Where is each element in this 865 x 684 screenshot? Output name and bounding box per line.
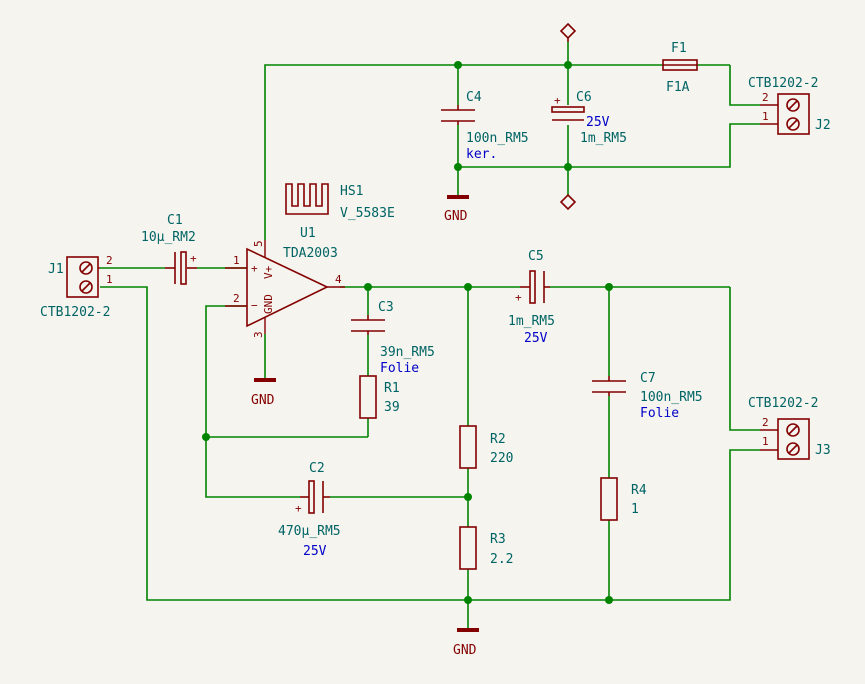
j2-value: CTB1202-2 xyxy=(748,76,818,91)
c1-ref: C1 xyxy=(167,213,183,228)
u1-minus: − xyxy=(251,299,258,312)
u1-value: TDA2003 xyxy=(283,246,338,261)
r3-ref: R3 xyxy=(490,532,506,547)
u1-plus: + xyxy=(251,262,258,275)
capacitor-c5: + C5 1m_RM5 25V xyxy=(508,249,555,346)
j1-ref: J1 xyxy=(48,262,64,277)
power-flag-bottom xyxy=(559,193,577,211)
gnd-label: GND xyxy=(453,643,477,658)
junctions xyxy=(202,61,613,604)
c3-ref: C3 xyxy=(378,300,394,315)
c3-value: 39n_RM5 xyxy=(380,345,435,360)
c6-polarity: + xyxy=(554,94,561,107)
c4-value: 100n_RM5 xyxy=(466,131,529,146)
u1-pin4: 4 xyxy=(335,273,342,286)
u1-vplus-label: V+ xyxy=(262,265,275,279)
j3-ref: J3 xyxy=(815,443,831,458)
j2-pin2: 2 xyxy=(762,91,769,104)
r4-ref: R4 xyxy=(631,483,647,498)
c5-note: 25V xyxy=(524,331,548,346)
c7-ref: C7 xyxy=(640,371,656,386)
c2-ref: C2 xyxy=(309,461,325,476)
gnd-label: GND xyxy=(444,209,468,224)
r2-ref: R2 xyxy=(490,432,506,447)
c1-value: 10µ_RM2 xyxy=(141,230,196,245)
c4-ref: C4 xyxy=(466,90,482,105)
c1-polarity: + xyxy=(190,252,197,265)
j3-value: CTB1202-2 xyxy=(748,396,818,411)
j3-pin2: 2 xyxy=(762,416,769,429)
j2-pin1: 1 xyxy=(762,110,769,123)
c3-note: Folie xyxy=(380,361,419,376)
j1-pin2: 2 xyxy=(106,254,113,267)
wires xyxy=(100,42,760,628)
c7-value: 100n_RM5 xyxy=(640,390,703,405)
c5-polarity: + xyxy=(515,291,522,304)
c6-value: 1m_RM5 xyxy=(580,131,627,146)
power-flag-top xyxy=(559,22,577,42)
c2-value: 470µ_RM5 xyxy=(278,524,341,539)
c7-note: Folie xyxy=(640,406,679,421)
connector-j2: J2 CTB1202-2 2 1 xyxy=(748,76,831,135)
c4-note: ker. xyxy=(466,147,497,162)
capacitor-c7: C7 100n_RM5 Folie xyxy=(592,371,703,421)
c5-value: 1m_RM5 xyxy=(508,314,555,329)
resistor-r4: R4 1 xyxy=(600,477,647,521)
gnd-symbol-u1: GND xyxy=(251,378,276,408)
u1-pin3: 3 xyxy=(252,331,265,338)
r4-value: 1 xyxy=(631,502,639,517)
c2-polarity: + xyxy=(295,502,302,515)
c6-note: 25V xyxy=(586,115,610,130)
resistor-r1: R1 39 xyxy=(359,375,400,419)
gnd-label: GND xyxy=(251,393,275,408)
c5-ref: C5 xyxy=(528,249,544,264)
f1-ref: F1 xyxy=(671,41,687,56)
f1-value: F1A xyxy=(666,80,690,95)
r1-ref: R1 xyxy=(384,381,400,396)
r1-value: 39 xyxy=(384,400,400,415)
c2-note: 25V xyxy=(303,544,327,559)
gnd-symbol-r3: GND xyxy=(453,628,479,658)
resistor-r2: R2 220 xyxy=(459,425,513,469)
connector-j3: J3 CTB1202-2 2 1 xyxy=(748,396,831,460)
j3-pin1: 1 xyxy=(762,435,769,448)
gnd-symbol-c4: GND xyxy=(444,195,469,224)
r3-value: 2.2 xyxy=(490,552,513,567)
heatsink-hs1: HS1 V_5583E xyxy=(285,183,395,221)
j2-ref: J2 xyxy=(815,118,831,133)
amplifier-u1: + − 1 2 4 5 3 GND V+ U1 TDA2003 xyxy=(225,226,345,338)
capacitor-c6: + C6 25V 1m_RM5 xyxy=(551,90,627,146)
capacitor-c2: + C2 470µ_RM5 25V xyxy=(278,461,341,559)
j1-value: CTB1202-2 xyxy=(40,305,110,320)
r2-value: 220 xyxy=(490,451,513,466)
hs1-ref: HS1 xyxy=(340,184,363,199)
c6-ref: C6 xyxy=(576,90,592,105)
u1-gnd-label: GND xyxy=(262,294,275,314)
capacitor-c4: C4 100n_RM5 ker. xyxy=(441,90,529,162)
u1-pin1: 1 xyxy=(233,254,240,267)
u1-ref: U1 xyxy=(300,226,316,241)
u1-pin5: 5 xyxy=(252,240,265,247)
connector-j1: J1 CTB1202-2 2 1 xyxy=(40,254,113,320)
j1-pin1: 1 xyxy=(106,273,113,286)
resistor-r3: R3 2.2 xyxy=(459,526,513,570)
fuse-f1: F1 F1A xyxy=(662,41,698,95)
capacitor-c1: + C1 10µ_RM2 xyxy=(141,213,197,285)
hs1-value: V_5583E xyxy=(340,206,395,221)
u1-pin2: 2 xyxy=(233,292,240,305)
capacitor-c3: C3 39n_RM5 Folie xyxy=(351,300,435,376)
